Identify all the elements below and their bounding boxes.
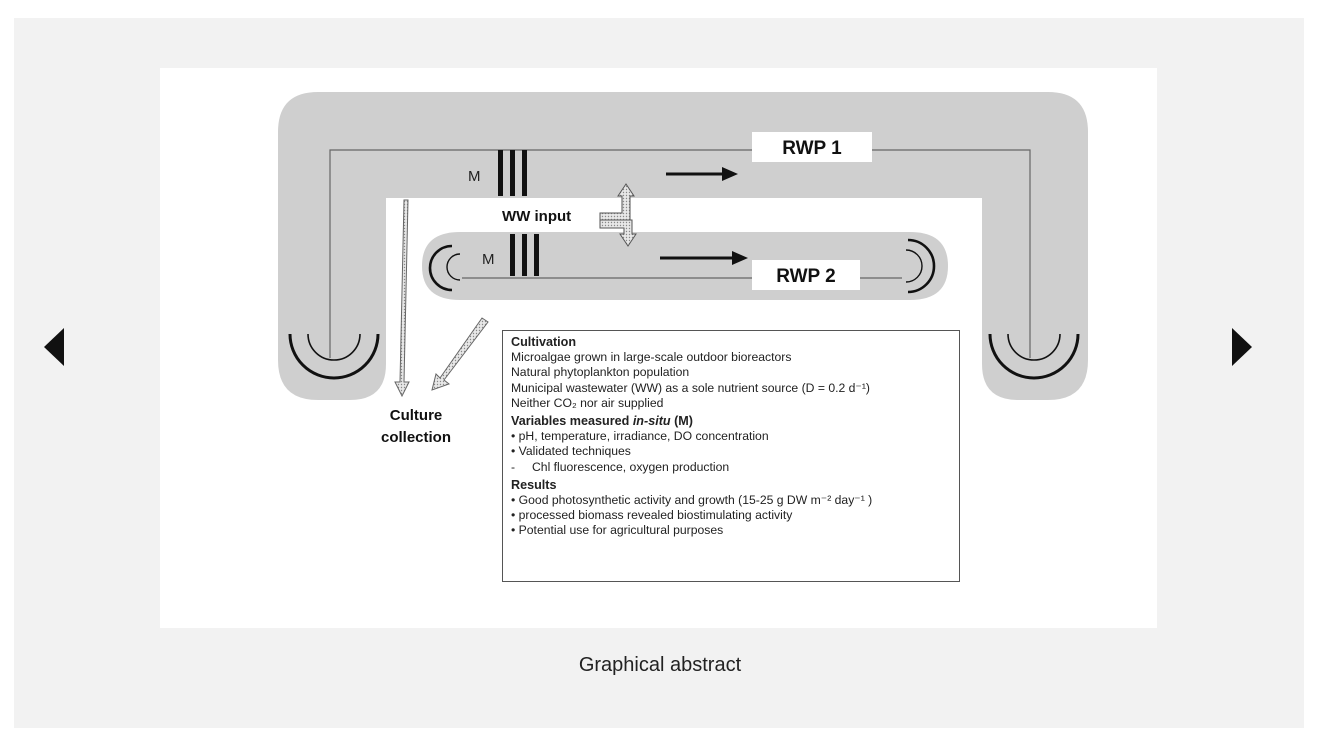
rwp2-raceway bbox=[422, 232, 948, 300]
cultivation-heading: Cultivation bbox=[511, 335, 577, 349]
results-line: • Good photosynthetic activity and growt… bbox=[511, 493, 873, 508]
variables-line: - Chl fluorescence, oxygen production bbox=[511, 459, 730, 474]
culture-collection-label-1: Culture bbox=[390, 407, 443, 424]
variables-heading: Variables measured in-situ (M) bbox=[511, 414, 693, 429]
triangle-right-icon bbox=[1232, 328, 1252, 366]
flow-arrow-2 bbox=[660, 251, 748, 265]
flow-arrow-1 bbox=[666, 167, 738, 181]
rwp1-raceway bbox=[278, 92, 1088, 400]
rwp2-label: RWP 2 bbox=[776, 266, 836, 287]
results-line: • Potential use for agricultural purpose… bbox=[511, 523, 724, 538]
sensor-bars-1 bbox=[498, 150, 527, 196]
rwp1-label: RWP 1 bbox=[782, 138, 842, 159]
culture-collection-arrows bbox=[394, 199, 489, 398]
cultivation-line: Microalgae grown in large-scale outdoor … bbox=[511, 350, 792, 365]
cultivation-line: Neither CO₂ nor air supplied bbox=[511, 395, 664, 410]
culture-collection-label-2: collection bbox=[381, 429, 451, 446]
ww-input-label: WW input bbox=[502, 208, 571, 225]
sensor-bars-2 bbox=[510, 234, 539, 276]
next-button[interactable] bbox=[1230, 328, 1254, 366]
results-line: • processed biomass revealed biostimulat… bbox=[511, 508, 793, 523]
raceway-diagram: RWP 1 RWP 2 M M WW input Culture collect… bbox=[278, 92, 1088, 446]
triangle-left-icon bbox=[44, 328, 64, 366]
previous-button[interactable] bbox=[42, 328, 66, 366]
figure-caption: Graphical abstract bbox=[578, 654, 742, 676]
cultivation-line: Municipal wastewater (WW) as a sole nutr… bbox=[511, 380, 870, 395]
variables-line: • Validated techniques bbox=[511, 444, 631, 459]
variables-line: • pH, temperature, irradiance, DO concen… bbox=[511, 429, 769, 444]
results-heading: Results bbox=[511, 477, 557, 492]
rwp2-label-box bbox=[752, 260, 860, 290]
rwp1-label-box bbox=[752, 132, 872, 162]
summary-box: Cultivation Microalgae grown in large-sc… bbox=[502, 330, 960, 582]
m-label-2: M bbox=[482, 251, 495, 268]
cultivation-line: Natural phytoplankton population bbox=[511, 365, 690, 380]
m-label-1: M bbox=[468, 168, 481, 185]
graphical-abstract-figure: RWP 1 RWP 2 M M WW input Culture collect… bbox=[160, 68, 1157, 628]
ww-input-arrows bbox=[599, 183, 637, 247]
